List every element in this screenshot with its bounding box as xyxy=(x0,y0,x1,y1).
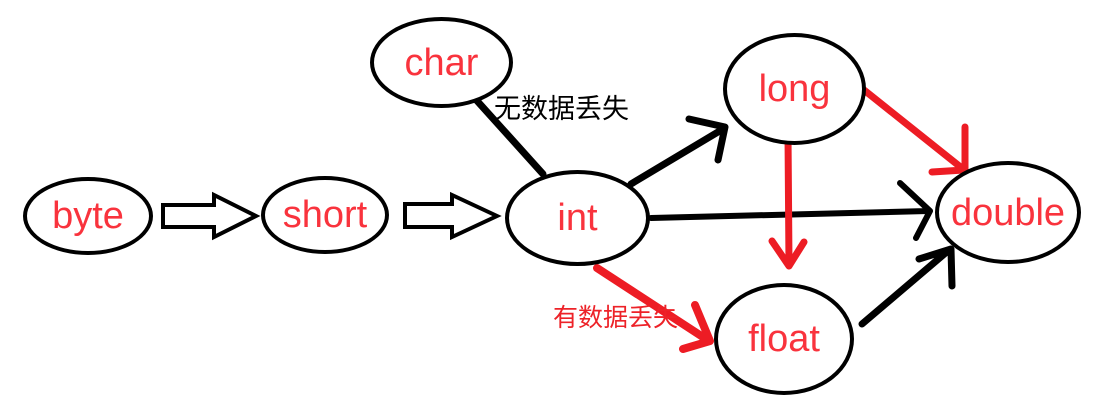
node-char-label: char xyxy=(404,41,479,84)
edge-char-to-int-line xyxy=(466,89,547,178)
node-char: char xyxy=(370,17,513,108)
annotation-data-loss: 有数据丢失 xyxy=(553,304,679,332)
edge-long-to-double-arrow xyxy=(855,82,969,176)
node-float: float xyxy=(714,283,854,395)
node-long-label: long xyxy=(758,68,831,110)
node-short: short xyxy=(261,176,389,254)
node-int: int xyxy=(505,170,650,266)
edge-short-to-int-block-arrow xyxy=(403,191,502,241)
annotation-no-data-loss: 无数据丢失 xyxy=(494,94,629,124)
edge-int-to-float-arrow xyxy=(593,264,714,353)
edge-byte-to-short-block-arrow xyxy=(161,191,261,241)
node-float-label: float xyxy=(748,318,820,360)
edge-float-to-double-arrow xyxy=(858,245,956,328)
node-double: double xyxy=(935,161,1081,264)
node-int-label: int xyxy=(557,197,598,239)
node-byte: byte xyxy=(23,177,153,255)
edge-int-to-long-arrow xyxy=(627,115,729,188)
edge-long-to-float-arrow xyxy=(768,131,808,270)
node-long: long xyxy=(723,33,866,145)
node-short-label: short xyxy=(282,194,368,236)
node-byte-label: byte xyxy=(52,195,124,237)
node-double-label: double xyxy=(950,191,1066,234)
